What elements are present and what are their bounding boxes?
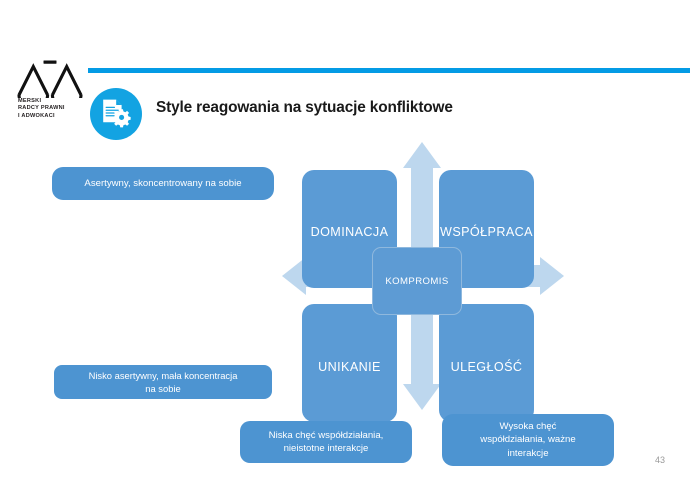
- quadrant-label-unikanie: UNIKANIE: [318, 360, 381, 374]
- header-accent-rule: [88, 68, 690, 73]
- quadrant-label-uleglosc: ULEGŁOŚĆ: [450, 360, 523, 374]
- brand-logo-line-3: I ADWOKACI: [18, 112, 55, 119]
- center-box-label: KOMPROMIS: [385, 275, 449, 287]
- center-box-kompromis[interactable]: KOMPROMIS: [372, 247, 462, 315]
- quadrant-label-wspolpraca: WSPÓŁPRACA: [440, 225, 533, 239]
- scales-of-justice-icon: [14, 60, 86, 111]
- callout-low-cooperation: Niska chęć współdziałania, nieistotne in…: [240, 421, 412, 463]
- quadrant-label-dominacja: DOMINACJA: [310, 225, 389, 239]
- callout-high-cooperation-line-2: współdziałania, ważne: [480, 434, 576, 446]
- brand-logo: MERSKI RADCY PRAWNI I ADWOKACI: [14, 60, 86, 132]
- callout-assertive: Asertywny, skoncentrowany na sobie: [52, 167, 274, 200]
- conflict-matrix-diagram: DOMINACJA WSPÓŁPRACA UNIKANIE ULEGŁOŚĆ K…: [282, 140, 574, 422]
- callout-high-cooperation-line-3: interakcje: [507, 447, 549, 459]
- callout-low-assertive-line-1: Nisko asertywny, mała koncentracja: [88, 369, 238, 381]
- callout-high-cooperation-line-1: Wysoka chęć: [499, 420, 557, 432]
- quadrant-unikanie[interactable]: UNIKANIE: [302, 304, 397, 422]
- brand-logo-line-1: MERSKI: [18, 98, 42, 104]
- quadrant-wspolpraca[interactable]: WSPÓŁPRACA: [439, 170, 534, 288]
- brand-logo-text: MERSKI RADCY PRAWNI I ADWOKACI: [18, 98, 88, 120]
- page-title: Style reagowania na sytuacje konfliktowe: [156, 99, 453, 116]
- document-gear-icon: [90, 88, 142, 140]
- brand-logo-line-2: RADCY PRAWNI: [18, 105, 65, 112]
- callout-low-assertive-line-2: na sobie: [145, 383, 181, 394]
- callout-high-cooperation: Wysoka chęć współdziałania, ważne intera…: [442, 414, 614, 466]
- quadrant-uleglosc[interactable]: ULEGŁOŚĆ: [439, 304, 534, 422]
- callout-low-cooperation-line-1: Niska chęć współdziałania,: [268, 429, 384, 441]
- callout-low-cooperation-line-2: nieistotne interakcje: [283, 443, 369, 454]
- page-number: 43: [655, 455, 666, 465]
- callout-low-assertive: Nisko asertywny, mała koncentracja na so…: [54, 365, 272, 399]
- callout-assertive-line-1: Asertywny, skoncentrowany na sobie: [84, 177, 242, 189]
